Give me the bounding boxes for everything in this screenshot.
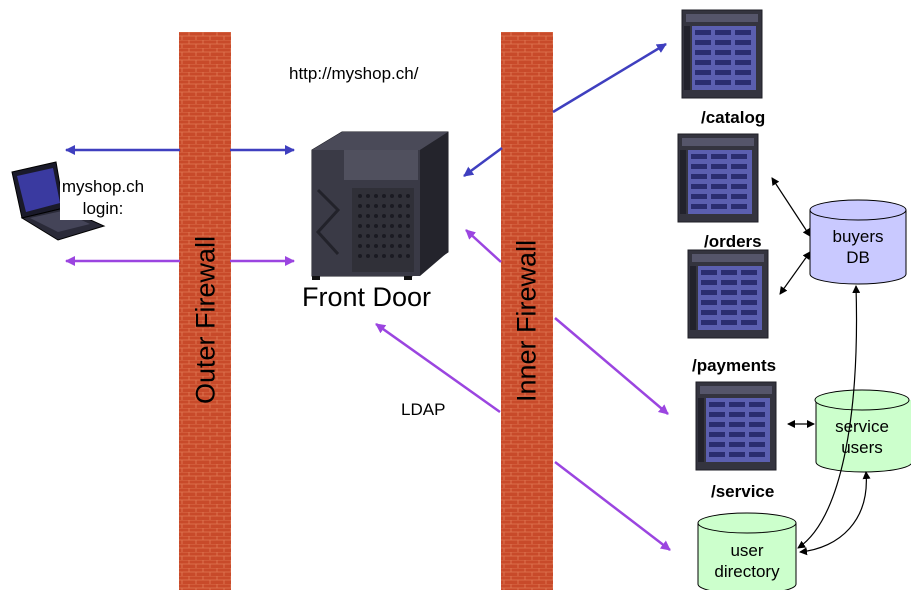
inner-firewall-wall — [501, 32, 553, 590]
service-label: /service — [711, 482, 775, 501]
laptop-prompt-line1: myshop.ch — [61, 177, 145, 196]
buyers-db-label: buyers DB — [810, 226, 906, 268]
url-label: http://myshop.ch/ — [289, 64, 419, 83]
buyers-db-cylinder — [809, 199, 907, 285]
service-server-icon — [695, 381, 777, 471]
purple-arrow-front-door-from-inner — [465, 229, 502, 263]
user-directory-db-label-line1: user — [730, 541, 764, 560]
catalog-server-icon — [681, 9, 763, 99]
service-users-db-label-line1: service — [835, 417, 889, 436]
payments-to-buyers-arrow — [779, 251, 811, 295]
ldap-label: LDAP — [401, 400, 446, 419]
laptop-prompt-line2: login: — [82, 199, 124, 218]
front-door-server-icon — [311, 131, 449, 280]
outer-firewall-label: Outer Firewall — [190, 235, 221, 405]
blue-arrow-to-front-door-from-inner — [463, 146, 503, 178]
catalog-label: /catalog — [701, 108, 766, 127]
inner-firewall-label: Inner Firewall — [511, 239, 542, 403]
payments-label: /payments — [692, 356, 777, 375]
payments-server-icon — [687, 249, 769, 339]
ldap-arrow — [375, 322, 501, 414]
laptop-prompt: myshop.ch login: — [60, 176, 146, 220]
service-users-to-user-directory-arrow — [799, 471, 871, 556]
service-users-db-label: service users — [815, 416, 909, 458]
buyers-db-label-line2: DB — [846, 248, 870, 267]
user-directory-db-label-line2: directory — [714, 562, 780, 581]
orders-server-icon — [677, 133, 759, 223]
front-door-label: Front Door — [302, 282, 432, 312]
service-users-db-label-line2: users — [841, 438, 883, 457]
buyers-db-label-line1: buyers — [832, 227, 884, 246]
laptop-icon — [11, 161, 106, 241]
purple-arrow-to-service — [554, 317, 669, 415]
orders-to-buyers-arrow — [771, 177, 811, 237]
user-directory-db-cylinder — [697, 512, 797, 595]
user-directory-db-label: user directory — [698, 540, 796, 582]
blue-arrow-to-catalog — [552, 42, 667, 114]
outer-firewall-wall — [179, 32, 231, 590]
purple-arrow-to-user-directory — [554, 461, 671, 551]
orders-label: /orders — [704, 232, 762, 251]
